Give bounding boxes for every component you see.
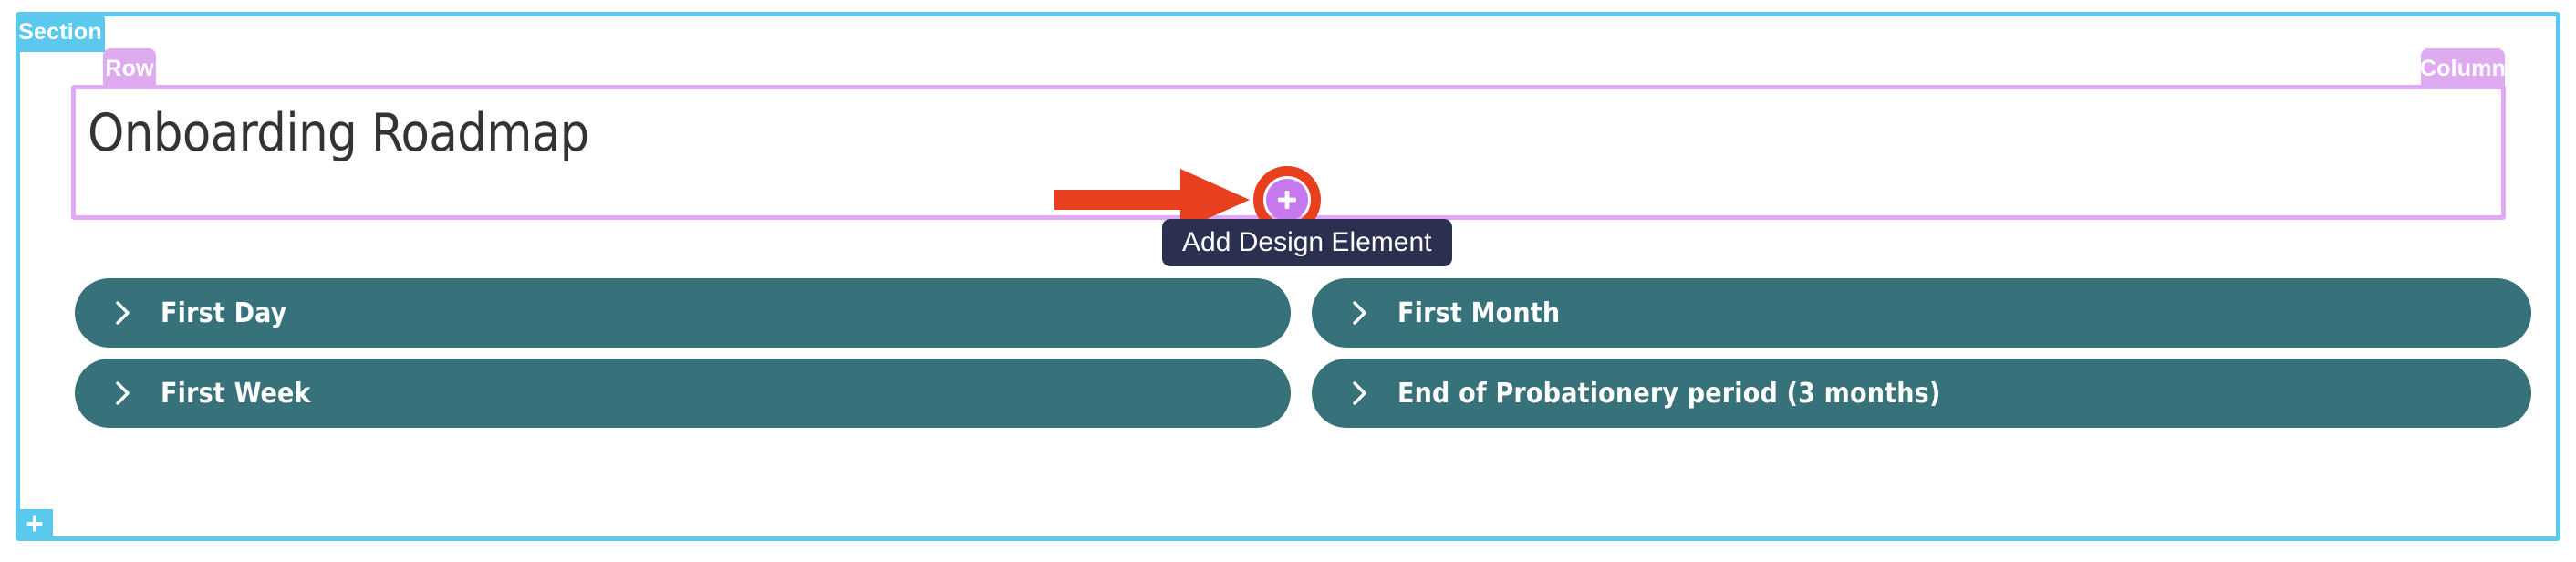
accordion-label: First Day [161, 297, 287, 329]
accordion-label: First Week [161, 377, 311, 410]
chevron-right-icon [1348, 299, 1372, 327]
accordion-item-first-week[interactable]: First Week [75, 359, 1291, 428]
row-badge-label: Row [105, 55, 154, 81]
accordion-label: End of Probationery period (3 months) [1397, 377, 1941, 410]
column-badge[interactable]: Column [2419, 48, 2507, 88]
accordion-item-first-day[interactable]: First Day [75, 278, 1291, 348]
column-badge-label: Column [2419, 55, 2507, 81]
section-outline[interactable] [16, 12, 2560, 541]
section-badge-label: Section [18, 18, 102, 45]
tooltip: Add Design Element [1162, 219, 1452, 266]
plus-icon [25, 514, 45, 536]
accordion-item-end-of-probation[interactable]: End of Probationery period (3 months) [1312, 359, 2531, 428]
plus-icon [1275, 188, 1299, 212]
add-section-button[interactable] [16, 509, 53, 541]
chevron-right-icon [1348, 380, 1372, 407]
right-arrow-icon [1054, 167, 1252, 233]
section-badge[interactable]: Section [16, 12, 105, 52]
chevron-right-icon [111, 299, 135, 327]
add-design-element-button[interactable] [1266, 179, 1308, 221]
chevron-right-icon [111, 380, 135, 407]
page-title[interactable]: Onboarding Roadmap [88, 103, 589, 163]
accordion-item-first-month[interactable]: First Month [1312, 278, 2531, 348]
tooltip-label: Add Design Element [1182, 227, 1432, 257]
accordion-label: First Month [1397, 297, 1561, 329]
row-badge[interactable]: Row [103, 48, 156, 88]
